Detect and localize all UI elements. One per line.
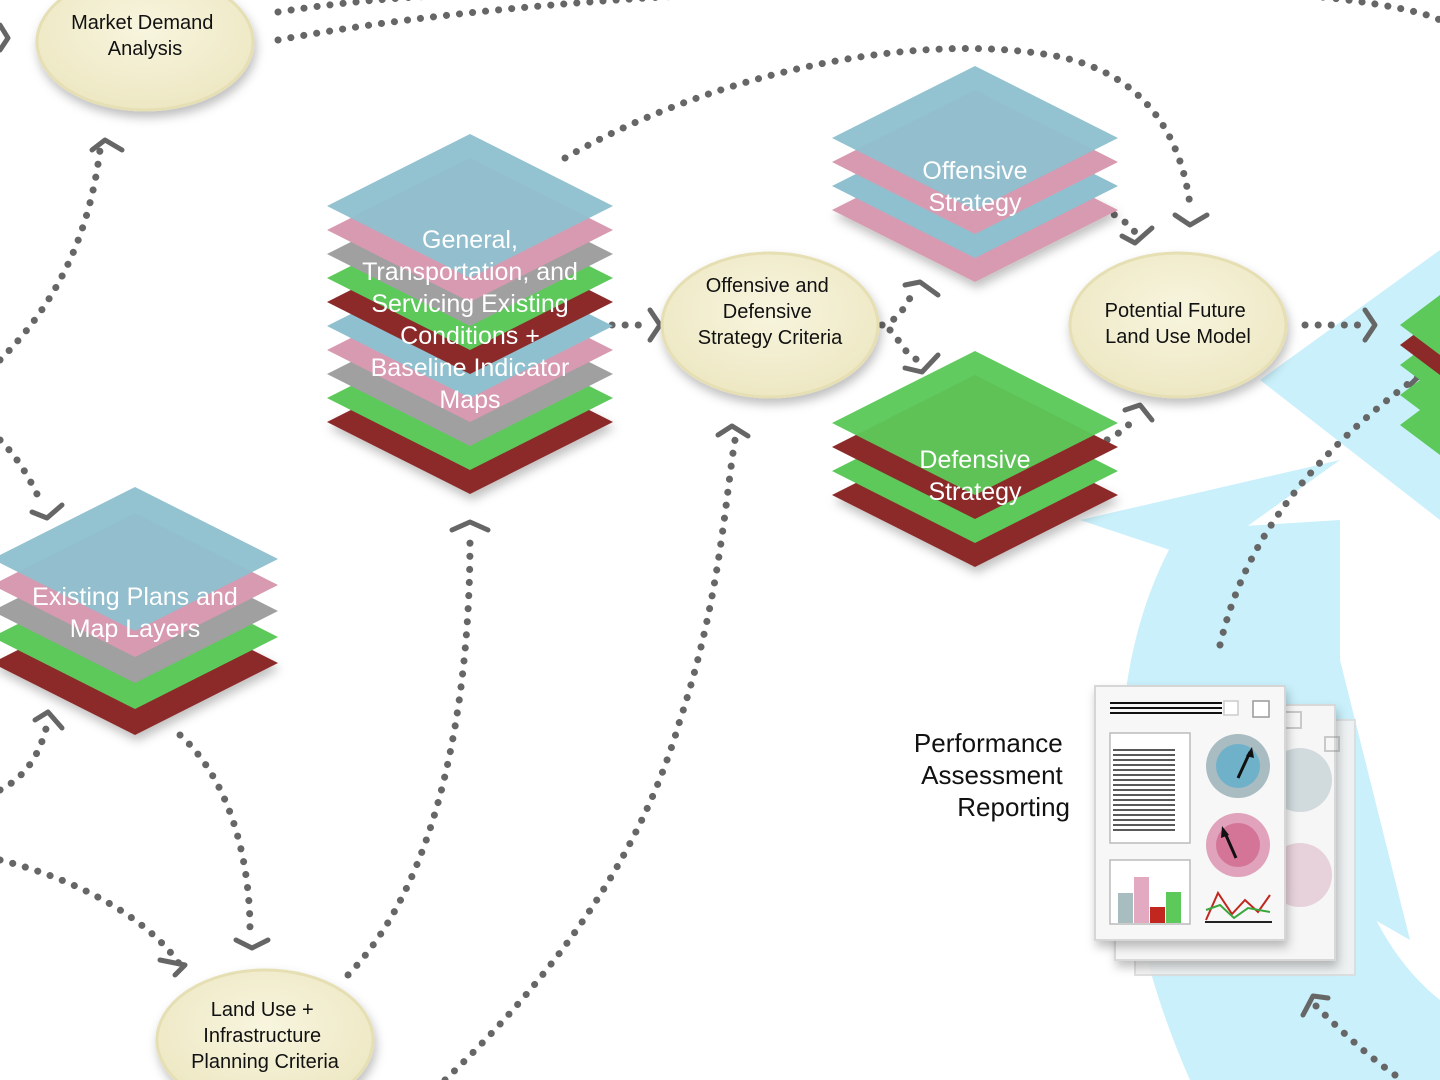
stack-label-line: General, [422,226,518,254]
stack-label-line: Map Layers [70,615,201,643]
map-layer-green [832,351,1118,495]
node-label-line: Offensive and [706,275,829,297]
chevron-up-perf [1300,993,1331,1018]
chevron-down-future-1 [1172,212,1210,228]
node-future-land-use: Potential Future Land Use Model [1068,251,1288,399]
node-label-line: Planning Criteria [191,1051,340,1073]
chevron-left-edge [0,22,11,53]
connector-bottom-left-to-landuse [0,856,184,969]
report-document-icon [1094,685,1356,976]
stack-label-line: Offensive [922,157,1027,185]
connector-offensive-to-future [1086,201,1139,236]
node-label-line: Defensive [723,301,812,323]
svg-text:Offensive and Defensive: Offensive and Defensive Strategy Criteri… [698,275,843,349]
stack-label-line: Conditions + [400,322,540,350]
node-label-line: Land Use Model [1105,326,1251,348]
connector-general-to-future [561,45,1194,209]
performance-label-line: Reporting [957,792,1070,822]
chevron-to-offensive [902,279,941,298]
performance-label-line: Assessment [921,760,1063,790]
node-offensive-defensive-criteria: Offensive and Defensive Strategy Criteri… [660,251,880,399]
node-market-demand: Market Demand Analysis [35,0,255,112]
map-layer-blue [0,487,278,631]
connector-left-to-existing [0,436,44,504]
chevron-up-general [449,519,491,533]
stack-label-line: Maps [439,386,500,414]
svg-text:Market Demand Analysis: Market Demand Analysis [71,12,219,60]
connector-top-right [274,0,1440,44]
highlight-fan-left [1080,460,1340,560]
connector-top-left [274,0,425,16]
chevron-up-market [89,137,125,153]
node-label-line: Land Use + [211,999,314,1021]
connector-bottom-to-criteria [441,436,739,1080]
stack-right-edge-partial [1400,295,1440,455]
stack-label-line: Strategy [928,189,1022,217]
chevron-right-criteria [647,307,663,343]
chevron-right-future [1362,307,1378,343]
report-checkbox-icon [1252,700,1270,718]
chevron-landuse-left [157,957,188,978]
chevron-up-existing [32,709,65,731]
gauge-blue-icon [1206,734,1270,798]
svg-text:Potential Future Land Us: Potential Future Land Use Model [1105,300,1252,348]
chevron-up-future [1122,402,1155,423]
report-checkbox-icon [1223,700,1239,716]
chevron-down-future-2 [1119,225,1155,246]
node-label-line: Infrastructure [203,1025,321,1047]
map-layer-green [1400,295,1440,355]
node-label-line: Potential Future [1105,300,1246,322]
map-layer-blue [327,134,613,278]
chevron-down-existing [29,502,65,521]
connector-bottom-right-to-perf [1311,1001,1399,1079]
node-label-line: Analysis [108,38,182,60]
connector-criteria-to-strategies [878,286,922,364]
connector-left-up-existing [0,716,52,794]
node-label-line: Market Demand [71,12,213,34]
bar-chart-icon [1118,877,1181,923]
connector-landuse-to-general [344,536,474,979]
connector-left-to-market [0,146,104,364]
performance-label: Performance Assessment Reporting [914,728,1070,822]
gauge-pink-icon [1206,813,1270,877]
svg-text:Land Use + Infrastructur: Land Use + Infrastructure Planning Crite… [191,999,340,1073]
chevron-up-criteria [715,423,751,439]
stack-label-line: Transportation, and [362,258,578,286]
highlight-fan-right [1340,660,1410,940]
chevron-to-defensive [902,352,941,375]
highlight-fan-upper [1260,250,1440,520]
stack-label-line: Servicing Existing [371,290,568,318]
arrowheads [0,22,1423,1018]
node-land-use-infrastructure: Land Use + Infrastructure Planning Crite… [155,968,375,1080]
report-text-lines-icon [1113,749,1175,831]
stack-label-line: Strategy [928,478,1022,506]
connector-existing-to-landuse [176,731,254,934]
connector-perf-to-right [1216,371,1424,649]
stack-label-line: Defensive [919,446,1030,474]
stack-label-line: Baseline Indicator [371,354,570,382]
stack-label-line: Existing Plans and [32,583,238,611]
chevron-down-landuse [233,937,271,951]
map-layer-blue [832,66,1118,210]
performance-label-line: Performance [914,728,1063,758]
node-label-line: Strategy Criteria [698,327,843,349]
connector-defensive-to-future [1091,414,1139,449]
report-header-lines-icon [1110,702,1222,714]
line-chart-icon [1205,890,1272,923]
